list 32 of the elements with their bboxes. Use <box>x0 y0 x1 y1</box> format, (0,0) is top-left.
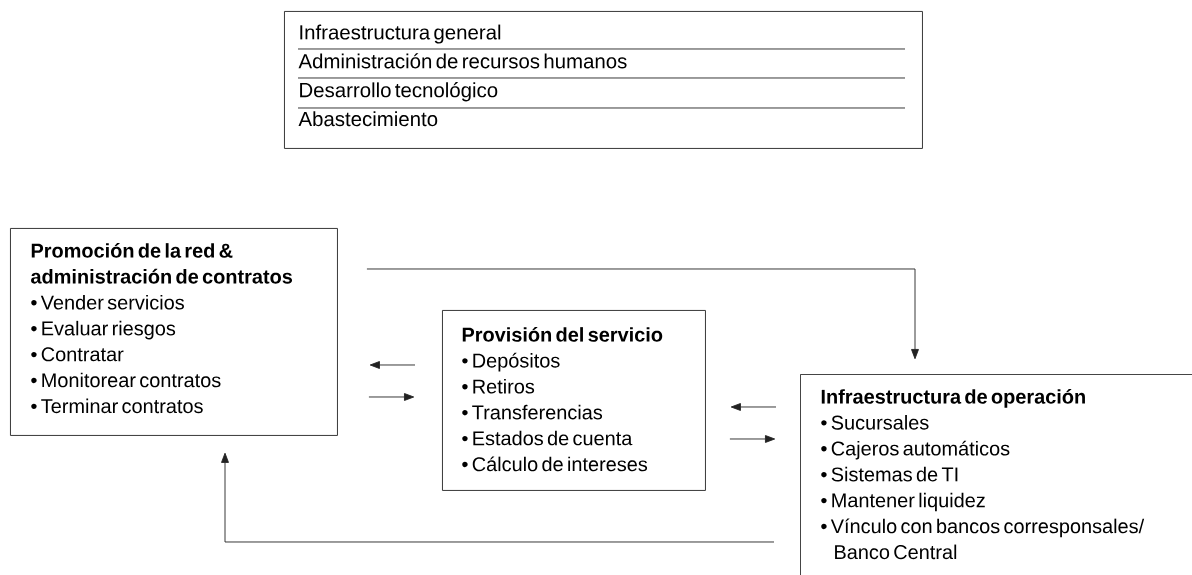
bullet-item: • Cajeros automáticos <box>821 440 1010 460</box>
bullet-item: • Sistemas de TI <box>821 466 958 482</box>
box-heading: Promoción de la red & administración de contratos <box>31 242 293 284</box>
row-label: Administración de recursos humanos <box>298 53 627 69</box>
row-label: Infraestructura general <box>300 24 501 44</box>
bullet-item: • Sucursales <box>821 415 929 430</box>
row-label: Abastecimiento <box>298 111 438 127</box>
bullet-item: • Terminar contratos <box>31 398 203 414</box>
box-heading: Provisión del servicio <box>462 326 663 342</box>
bullet-item: • Depósitos <box>462 352 560 372</box>
bullet-item: • Cálculo de intereses <box>462 456 648 472</box>
arrow <box>369 361 416 369</box>
bullet-item: • Monitorear contratos <box>31 372 221 388</box>
bullet-item: • Transferencias <box>462 404 603 420</box>
process-box <box>800 374 1192 575</box>
process-box <box>442 310 706 491</box>
process-box <box>10 228 338 436</box>
arrow <box>729 435 776 443</box>
bullet-item: • Evaluar riesgos <box>31 320 176 340</box>
bullet-item: • Mantener liquidez <box>821 492 985 512</box>
bullet-item: • Contratar <box>31 347 124 362</box>
bullet-item: • Vínculo con bancos corresponsales/ Banco Central <box>821 518 1145 560</box>
arrow <box>221 452 775 543</box>
arrow <box>730 403 777 411</box>
bullet-item: • Vender servicios <box>31 294 184 310</box>
box-heading: Infraestructura de operación <box>821 388 1085 408</box>
activity-table <box>284 11 923 149</box>
arrow <box>366 268 919 360</box>
bullet-item: • Estados de cuenta <box>462 430 633 446</box>
bullet-item: • Retiros <box>462 378 535 394</box>
row-label: Desarrollo tecnológico <box>300 82 498 102</box>
arrow <box>368 393 415 401</box>
